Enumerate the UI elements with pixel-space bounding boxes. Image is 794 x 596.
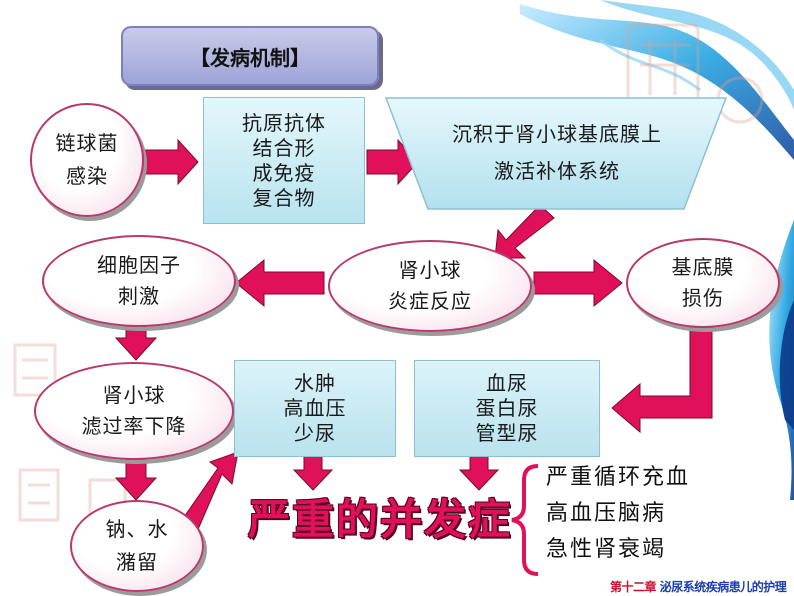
node-line: 损伤 <box>682 286 724 310</box>
node-line: 复合物 <box>252 185 316 210</box>
node-line: 细胞因子 <box>97 253 181 277</box>
mechanism-title: 【发病机制】 <box>121 26 379 86</box>
node-line: 肾小球 <box>398 258 462 282</box>
node-deposit-shape <box>384 97 728 210</box>
mechanism-title-text: 【发病机制】 <box>190 45 310 70</box>
arrow-gfr-to-sodium <box>114 456 158 501</box>
node-line: 高血压 <box>283 396 347 420</box>
complication-item: 高血压脑病 <box>546 501 667 526</box>
node-line: 血尿 <box>486 371 528 395</box>
node-line: 抗原抗体 <box>242 110 326 135</box>
node-line: 刺激 <box>118 284 160 308</box>
node-line: 钠、水 <box>105 517 169 541</box>
arrow-deposit-to-glomerulus <box>494 204 555 259</box>
node-line: 肾小球 <box>102 383 166 407</box>
node-line: 蛋白尿 <box>475 396 539 420</box>
complication-heading: 严重的并发症 <box>248 495 513 544</box>
node-edema-hypertension: 水肿 高血压 少尿 <box>234 360 396 457</box>
node-line: 成免疫 <box>252 160 316 185</box>
node-line: 潴留 <box>116 550 158 574</box>
node-strep-infection: 链球菌 感染 <box>30 103 144 217</box>
complication-item: 严重循环充血 <box>546 465 691 490</box>
arrow-sodium-to-edema <box>181 451 239 535</box>
arrow-glomerulus-to-cytokine <box>235 258 325 308</box>
node-cytokine: 细胞因子 刺激 <box>42 235 236 327</box>
node-line: 结合形 <box>252 135 316 160</box>
arrow-edema-to-complications <box>292 455 334 491</box>
chapter-name: 泌尿系统疾病患儿的护理 <box>659 580 787 594</box>
arrow-membrane-to-hematuria <box>611 319 713 434</box>
node-deposit: 沉积于肾小球基底膜上 激活补体系统 <box>400 118 714 188</box>
node-membrane-damage: 基底膜 损伤 <box>626 238 780 328</box>
complication-brace <box>511 464 539 576</box>
arrow-cytokine-to-gfr <box>114 321 158 361</box>
arrow-complex-to-deposit <box>366 138 419 186</box>
arrow-glomerulus-to-membrane <box>533 258 623 308</box>
node-line: 感染 <box>66 164 108 188</box>
node-line: 管型尿 <box>475 421 539 445</box>
node-hematuria: 血尿 蛋白尿 管型尿 <box>414 360 600 457</box>
node-glomerulus-inflammation: 肾小球 炎症反应 <box>328 240 532 332</box>
node-immune-complex: 抗原抗体 结合形 成免疫 复合物 <box>203 97 365 224</box>
node-line: 滤过率下降 <box>81 414 187 438</box>
node-line: 水肿 <box>294 371 336 395</box>
node-line: 基底膜 <box>671 255 735 279</box>
node-sodium-water-retention: 钠、水 潴留 <box>70 500 204 592</box>
complication-list: 严重循环充血 高血压脑病 急性肾衰竭 <box>546 460 786 568</box>
node-line: 链球菌 <box>55 131 119 155</box>
arrow-strep-to-complex <box>141 138 199 186</box>
node-gfr-drop: 肾小球 滤过率下降 <box>34 362 234 460</box>
arrow-hematuria-to-complications <box>458 455 500 491</box>
node-line: 炎症反应 <box>388 289 472 313</box>
chapter-number: 第十二章 <box>610 580 657 594</box>
chapter-footer: 第十二章 泌尿系统疾病患儿的护理 <box>610 578 787 595</box>
node-line: 沉积于肾小球基底膜上 <box>452 122 662 146</box>
complication-item: 急性肾衰竭 <box>546 537 667 562</box>
node-line: 少尿 <box>294 421 336 445</box>
node-line: 激活补体系统 <box>494 159 620 183</box>
